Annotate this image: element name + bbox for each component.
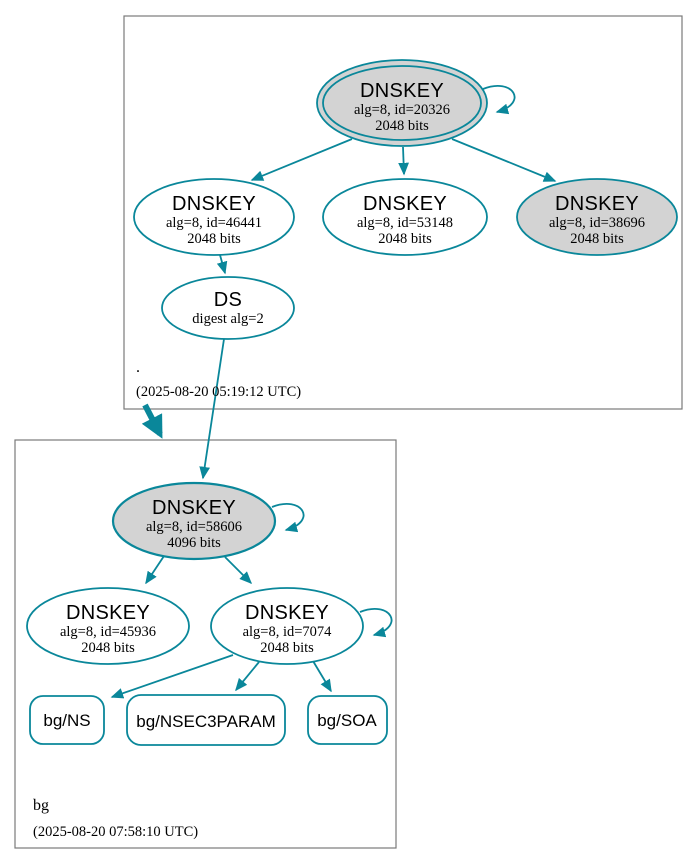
node-title: DNSKEY bbox=[245, 602, 329, 624]
node-size: 4096 bits bbox=[167, 535, 221, 551]
node-detail: alg=8, id=46441 bbox=[166, 215, 262, 231]
edge-selfloop-dnskey-58606 bbox=[271, 503, 305, 533]
zone-timestamp-root: (2025-08-20 05:19:12 UTC) bbox=[136, 384, 301, 400]
node-ds[interactable]: DS digest alg=2 bbox=[161, 276, 295, 340]
node-title: DNSKEY bbox=[363, 193, 447, 215]
zone-timestamp-bg: (2025-08-20 07:58:10 UTC) bbox=[33, 824, 198, 840]
rrset-label: bg/NSEC3PARAM bbox=[136, 712, 276, 731]
edge-selfloop-dnskey-7074 bbox=[359, 608, 393, 638]
edge-dnskey-20326-to-38696 bbox=[451, 138, 557, 182]
edge-dnskey-7074-to-soa bbox=[312, 660, 332, 693]
rrset-label: bg/NS bbox=[43, 711, 90, 730]
edge-dnskey-20326-to-46441 bbox=[250, 138, 353, 181]
edge-dnskey-58606-to-7074 bbox=[224, 556, 253, 585]
zone-label-bg: bg bbox=[33, 797, 49, 814]
node-size: 2048 bits bbox=[570, 231, 624, 247]
node-dnskey-46441[interactable]: DNSKEY alg=8, id=46441 2048 bits bbox=[133, 178, 295, 256]
node-size: 2048 bits bbox=[81, 640, 135, 656]
edge-dnskey-46441-to-ds bbox=[216, 254, 228, 275]
node-dnskey-58606[interactable]: DNSKEY alg=8, id=58606 4096 bits bbox=[111, 481, 277, 561]
node-dnskey-20326[interactable]: DNSKEY alg=8, id=20326 2048 bits bbox=[316, 59, 488, 147]
edge-dnskey-7074-to-nsec3param bbox=[235, 661, 260, 692]
edge-dnskey-20326-to-53148 bbox=[398, 146, 409, 176]
node-title: DNSKEY bbox=[152, 497, 236, 519]
node-detail: alg=8, id=45936 bbox=[60, 624, 156, 640]
edge-ds-to-dnskey-58606 bbox=[199, 338, 225, 480]
node-dnskey-7074[interactable]: DNSKEY alg=8, id=7074 2048 bits bbox=[210, 587, 364, 665]
node-dnskey-38696[interactable]: DNSKEY alg=8, id=38696 2048 bits bbox=[516, 178, 678, 256]
node-rrset-nsec3param[interactable]: bg/NSEC3PARAM bbox=[126, 694, 286, 746]
node-title: DNSKEY bbox=[555, 193, 639, 215]
node-detail: alg=8, id=20326 bbox=[354, 102, 450, 118]
node-rrset-soa[interactable]: bg/SOA bbox=[307, 695, 388, 745]
zone-box-root bbox=[123, 15, 683, 410]
edge-delegation-root-to-bg bbox=[141, 403, 163, 439]
node-detail: alg=8, id=38696 bbox=[549, 215, 645, 231]
zone-label-root: . bbox=[136, 359, 140, 376]
edge-dnskey-58606-to-45936 bbox=[145, 555, 165, 585]
zone-box-bg bbox=[14, 439, 397, 849]
node-detail: digest alg=2 bbox=[192, 311, 263, 327]
node-size: 2048 bits bbox=[260, 640, 314, 656]
node-size: 2048 bits bbox=[378, 231, 432, 247]
node-detail: alg=8, id=7074 bbox=[243, 624, 333, 640]
node-dnskey-53148[interactable]: DNSKEY alg=8, id=53148 2048 bits bbox=[322, 178, 488, 256]
node-title: DNSKEY bbox=[172, 193, 256, 215]
rrset-label: bg/SOA bbox=[317, 711, 377, 730]
node-detail: alg=8, id=58606 bbox=[146, 519, 242, 535]
node-detail: alg=8, id=53148 bbox=[357, 215, 453, 231]
node-title: DNSKEY bbox=[360, 80, 444, 102]
node-size: 2048 bits bbox=[375, 118, 429, 134]
node-size: 2048 bits bbox=[187, 231, 241, 247]
edge-dnskey-7074-to-ns bbox=[110, 654, 234, 699]
edge-selfloop-dnskey-20326 bbox=[482, 85, 516, 115]
node-dnskey-45936[interactable]: DNSKEY alg=8, id=45936 2048 bits bbox=[26, 587, 190, 665]
node-title: DNSKEY bbox=[66, 602, 150, 624]
node-rrset-ns[interactable]: bg/NS bbox=[29, 695, 105, 745]
node-title: DS bbox=[214, 289, 242, 311]
